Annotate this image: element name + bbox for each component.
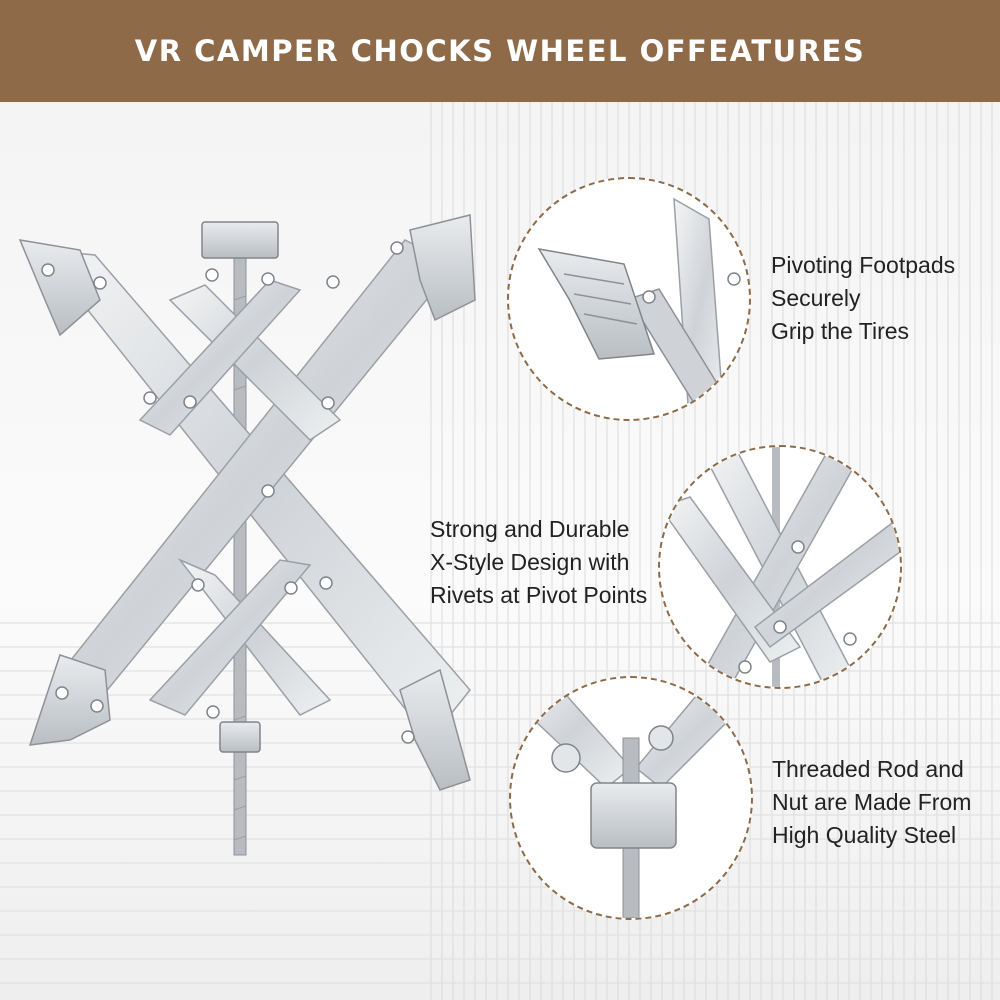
x-design-rivets <box>738 540 857 674</box>
caption-line: Pivoting Footpads <box>771 252 956 278</box>
footpad-top-left <box>18 239 101 337</box>
feature-caption-x-design: Strong and Durable X-Style Design with R… <box>430 513 647 612</box>
caption-line: Nut are Made From <box>772 789 972 815</box>
detail-circle-footpad <box>507 177 751 421</box>
lower-link-left <box>148 559 312 716</box>
caption-line: Threaded Rod and <box>772 756 964 782</box>
feature-caption-footpads: Pivoting Footpads Securely Grip the Tire… <box>771 249 955 348</box>
feature-caption-rod-nut: Threaded Rod and Nut are Made From High … <box>772 753 971 852</box>
title-banner: VR CAMPER CHOCKS WHEEL OFFEATURES <box>0 0 1000 102</box>
rivets <box>41 241 415 744</box>
top-bracket <box>201 221 279 259</box>
lower-link-right <box>177 558 332 716</box>
caption-line: High Quality Steel <box>772 822 957 848</box>
upper-link-left <box>138 279 302 436</box>
footpad-bottom-left <box>28 654 111 746</box>
caption-line: Strong and Durable <box>430 516 630 542</box>
detail-circle-x-design <box>658 445 902 689</box>
detail-circle-rod-nut <box>509 676 753 920</box>
hex-nut-closeup <box>590 782 677 849</box>
bottom-nut <box>219 721 261 753</box>
upper-link-right <box>168 284 342 441</box>
caption-line: Rivets at Pivot Points <box>430 582 648 608</box>
rod-nut-closeup-image <box>511 678 751 918</box>
caption-line: Grip the Tires <box>771 318 910 344</box>
caption-line: X-Style Design with <box>430 549 630 575</box>
page-title: VR CAMPER CHOCKS WHEEL OFFEATURES <box>134 34 866 68</box>
footpad-top-right <box>409 214 476 322</box>
footpad-closeup <box>537 247 656 360</box>
footpad-closeup-image <box>537 197 741 419</box>
x-design-closeup-image <box>660 447 900 687</box>
footpad-bottom-right <box>399 668 471 791</box>
caption-line: Securely <box>771 285 861 311</box>
